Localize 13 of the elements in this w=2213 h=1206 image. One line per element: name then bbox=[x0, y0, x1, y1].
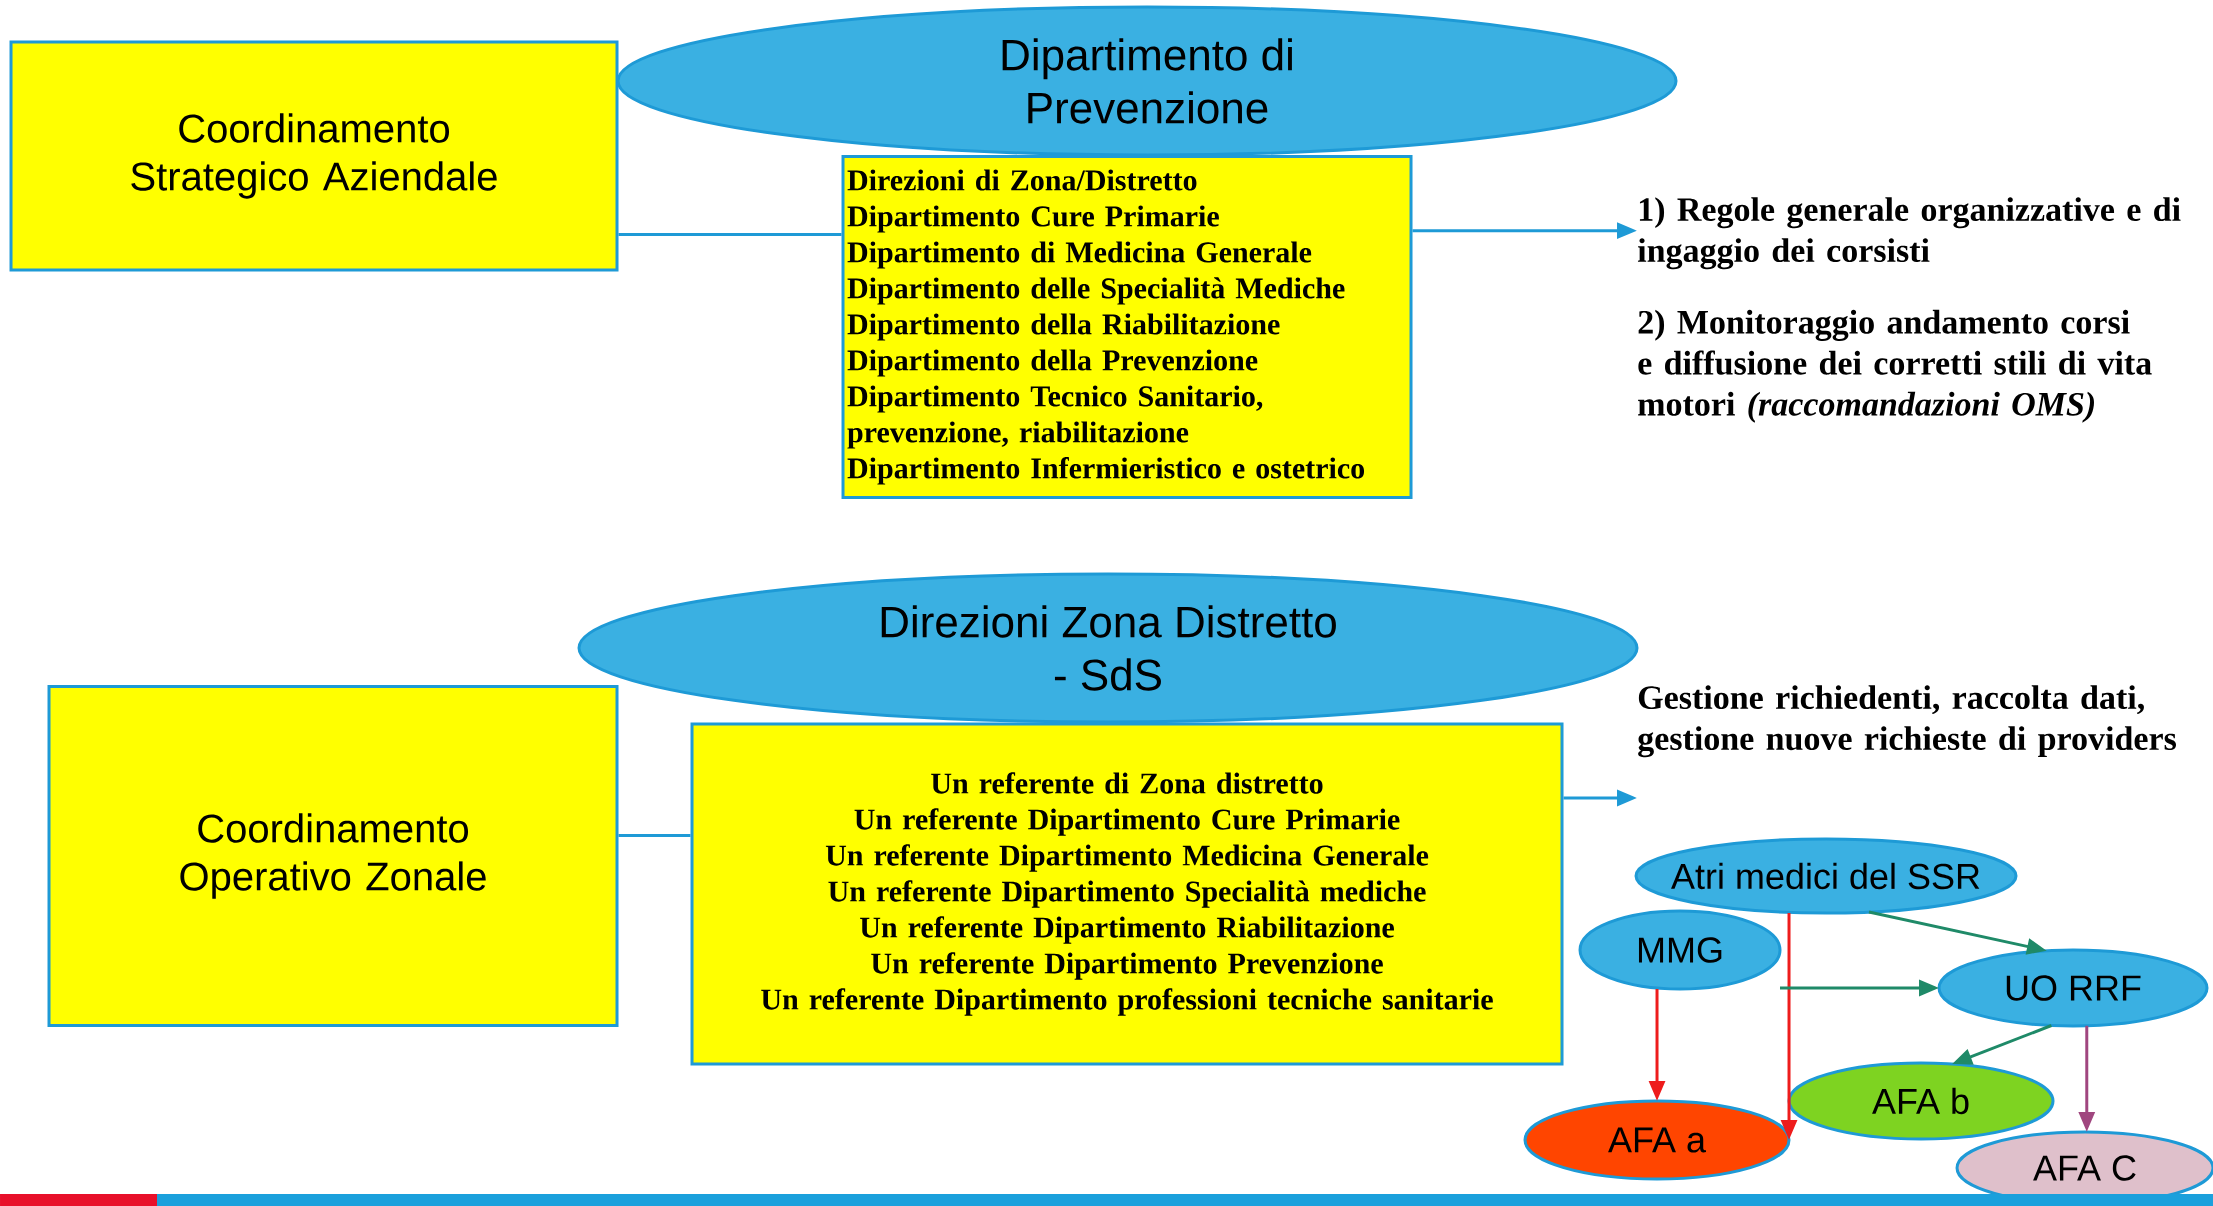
oval: Atri medici del SSR bbox=[1634, 837, 2018, 915]
oval: MMG bbox=[1578, 909, 1782, 991]
oval: Direzioni Zona Distretto - SdS bbox=[577, 572, 1639, 724]
list-box: Un referente di Zona distretto Un referente Dipartimento Cure Primarie Un referente Dipartimento Medicina Generale Un referente Dipartimento Specialità mediche Un referente Dipartimento Riabilitazione Un referente Dipartimento Prevenzione Un referente Dipartimento professioni tecniche sanitarie bbox=[690, 722, 1564, 1066]
oval: AFA a bbox=[1523, 1099, 1791, 1181]
oval: Dipartimento di Prevenzione bbox=[616, 5, 1678, 157]
oval: UO RRF bbox=[1937, 948, 2209, 1028]
title-box: Coordinamento Strategico Aziendale bbox=[9, 40, 619, 272]
list-box: Direzioni di Zona/Distretto Dipartimento Cure Primarie Dipartimento di Medicina Generale Dipartimento delle Specialità Mediche Dipartimento della Riabilitazione Dipartimento della Prevenzione Dipartimento Tecnico Sanitario, prevenzione, riabilitazione Dipartimento Infermieristico e ostetrico bbox=[841, 155, 1413, 499]
oval: AFA b bbox=[1787, 1061, 2055, 1141]
note-text: 1) Regole generale organizzative e di ingaggio dei corsisti 2) Monitoraggio andamento corsi e diffusione dei corretti stili di vita motori (raccomandazioni OMS) bbox=[1637, 197, 2181, 423]
note-text: Gestione richiedenti, raccolta dati, gestione nuove richieste di providers bbox=[1638, 685, 2176, 758]
title-box: Coordinamento Operativo Zonale bbox=[47, 685, 619, 1027]
